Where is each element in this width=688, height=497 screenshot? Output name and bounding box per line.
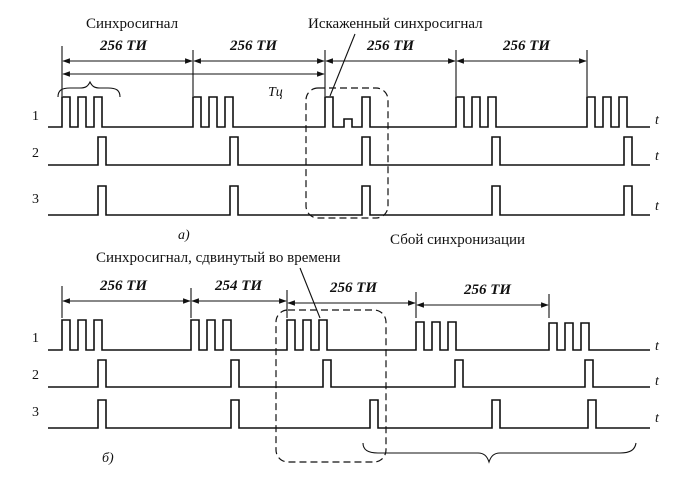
failure-region	[305, 87, 389, 219]
interval-label-a2: 256 ТИ	[229, 38, 278, 54]
row-number: 3	[32, 405, 39, 420]
sync-signal-label: Синхросигнал	[86, 16, 179, 32]
interval-label-b2: 254 ТИ	[214, 278, 263, 294]
pulse-train-b1	[48, 319, 650, 351]
row-number: 2	[32, 368, 39, 383]
interval-label-a3: 256 ТИ	[366, 38, 415, 54]
failure-brace	[362, 442, 637, 464]
time-axis-label: t	[655, 199, 660, 214]
shifted-region	[275, 309, 387, 463]
interval-label-b1: 256 ТИ	[99, 278, 148, 294]
pulse-train-a2	[48, 136, 650, 166]
time-axis-label: t	[655, 339, 660, 354]
pulse-train-b2	[48, 359, 650, 388]
time-axis-label: t	[655, 113, 660, 128]
sync-brace	[57, 80, 121, 98]
sync-failure-label: Сбой синхронизации	[390, 232, 525, 248]
row-number: 1	[32, 109, 39, 124]
pulse-train-a3	[48, 185, 650, 216]
row-number: 2	[32, 146, 39, 161]
time-axis-label: t	[655, 374, 660, 389]
pulse-train-a1	[48, 96, 650, 128]
interval-label-b3: 256 ТИ	[329, 280, 378, 296]
pulse-train-b3	[48, 399, 650, 429]
time-axis-label: t	[655, 149, 660, 164]
interval-label-b4: 256 ТИ	[463, 282, 512, 298]
panel-a: Синхросигнал Искаженный синхросигнал 256…	[32, 16, 660, 248]
panel-b: Синхросигнал, сдвинутый во времени 256 Т…	[32, 250, 660, 466]
row-number: 1	[32, 331, 39, 346]
panel-a-label: а)	[178, 228, 190, 243]
distorted-pointer	[329, 33, 356, 97]
time-axis-label: t	[655, 411, 660, 426]
distorted-sync-label: Искаженный синхросигнал	[308, 16, 483, 32]
panel-b-label: б)	[102, 451, 114, 466]
interval-label-a4: 256 ТИ	[502, 38, 551, 54]
shifted-sync-label: Синхросигнал, сдвинутый во времени	[96, 250, 341, 266]
interval-label-a1: 256 ТИ	[99, 38, 148, 54]
row-number: 3	[32, 192, 39, 207]
period-label: Tц	[268, 85, 283, 100]
